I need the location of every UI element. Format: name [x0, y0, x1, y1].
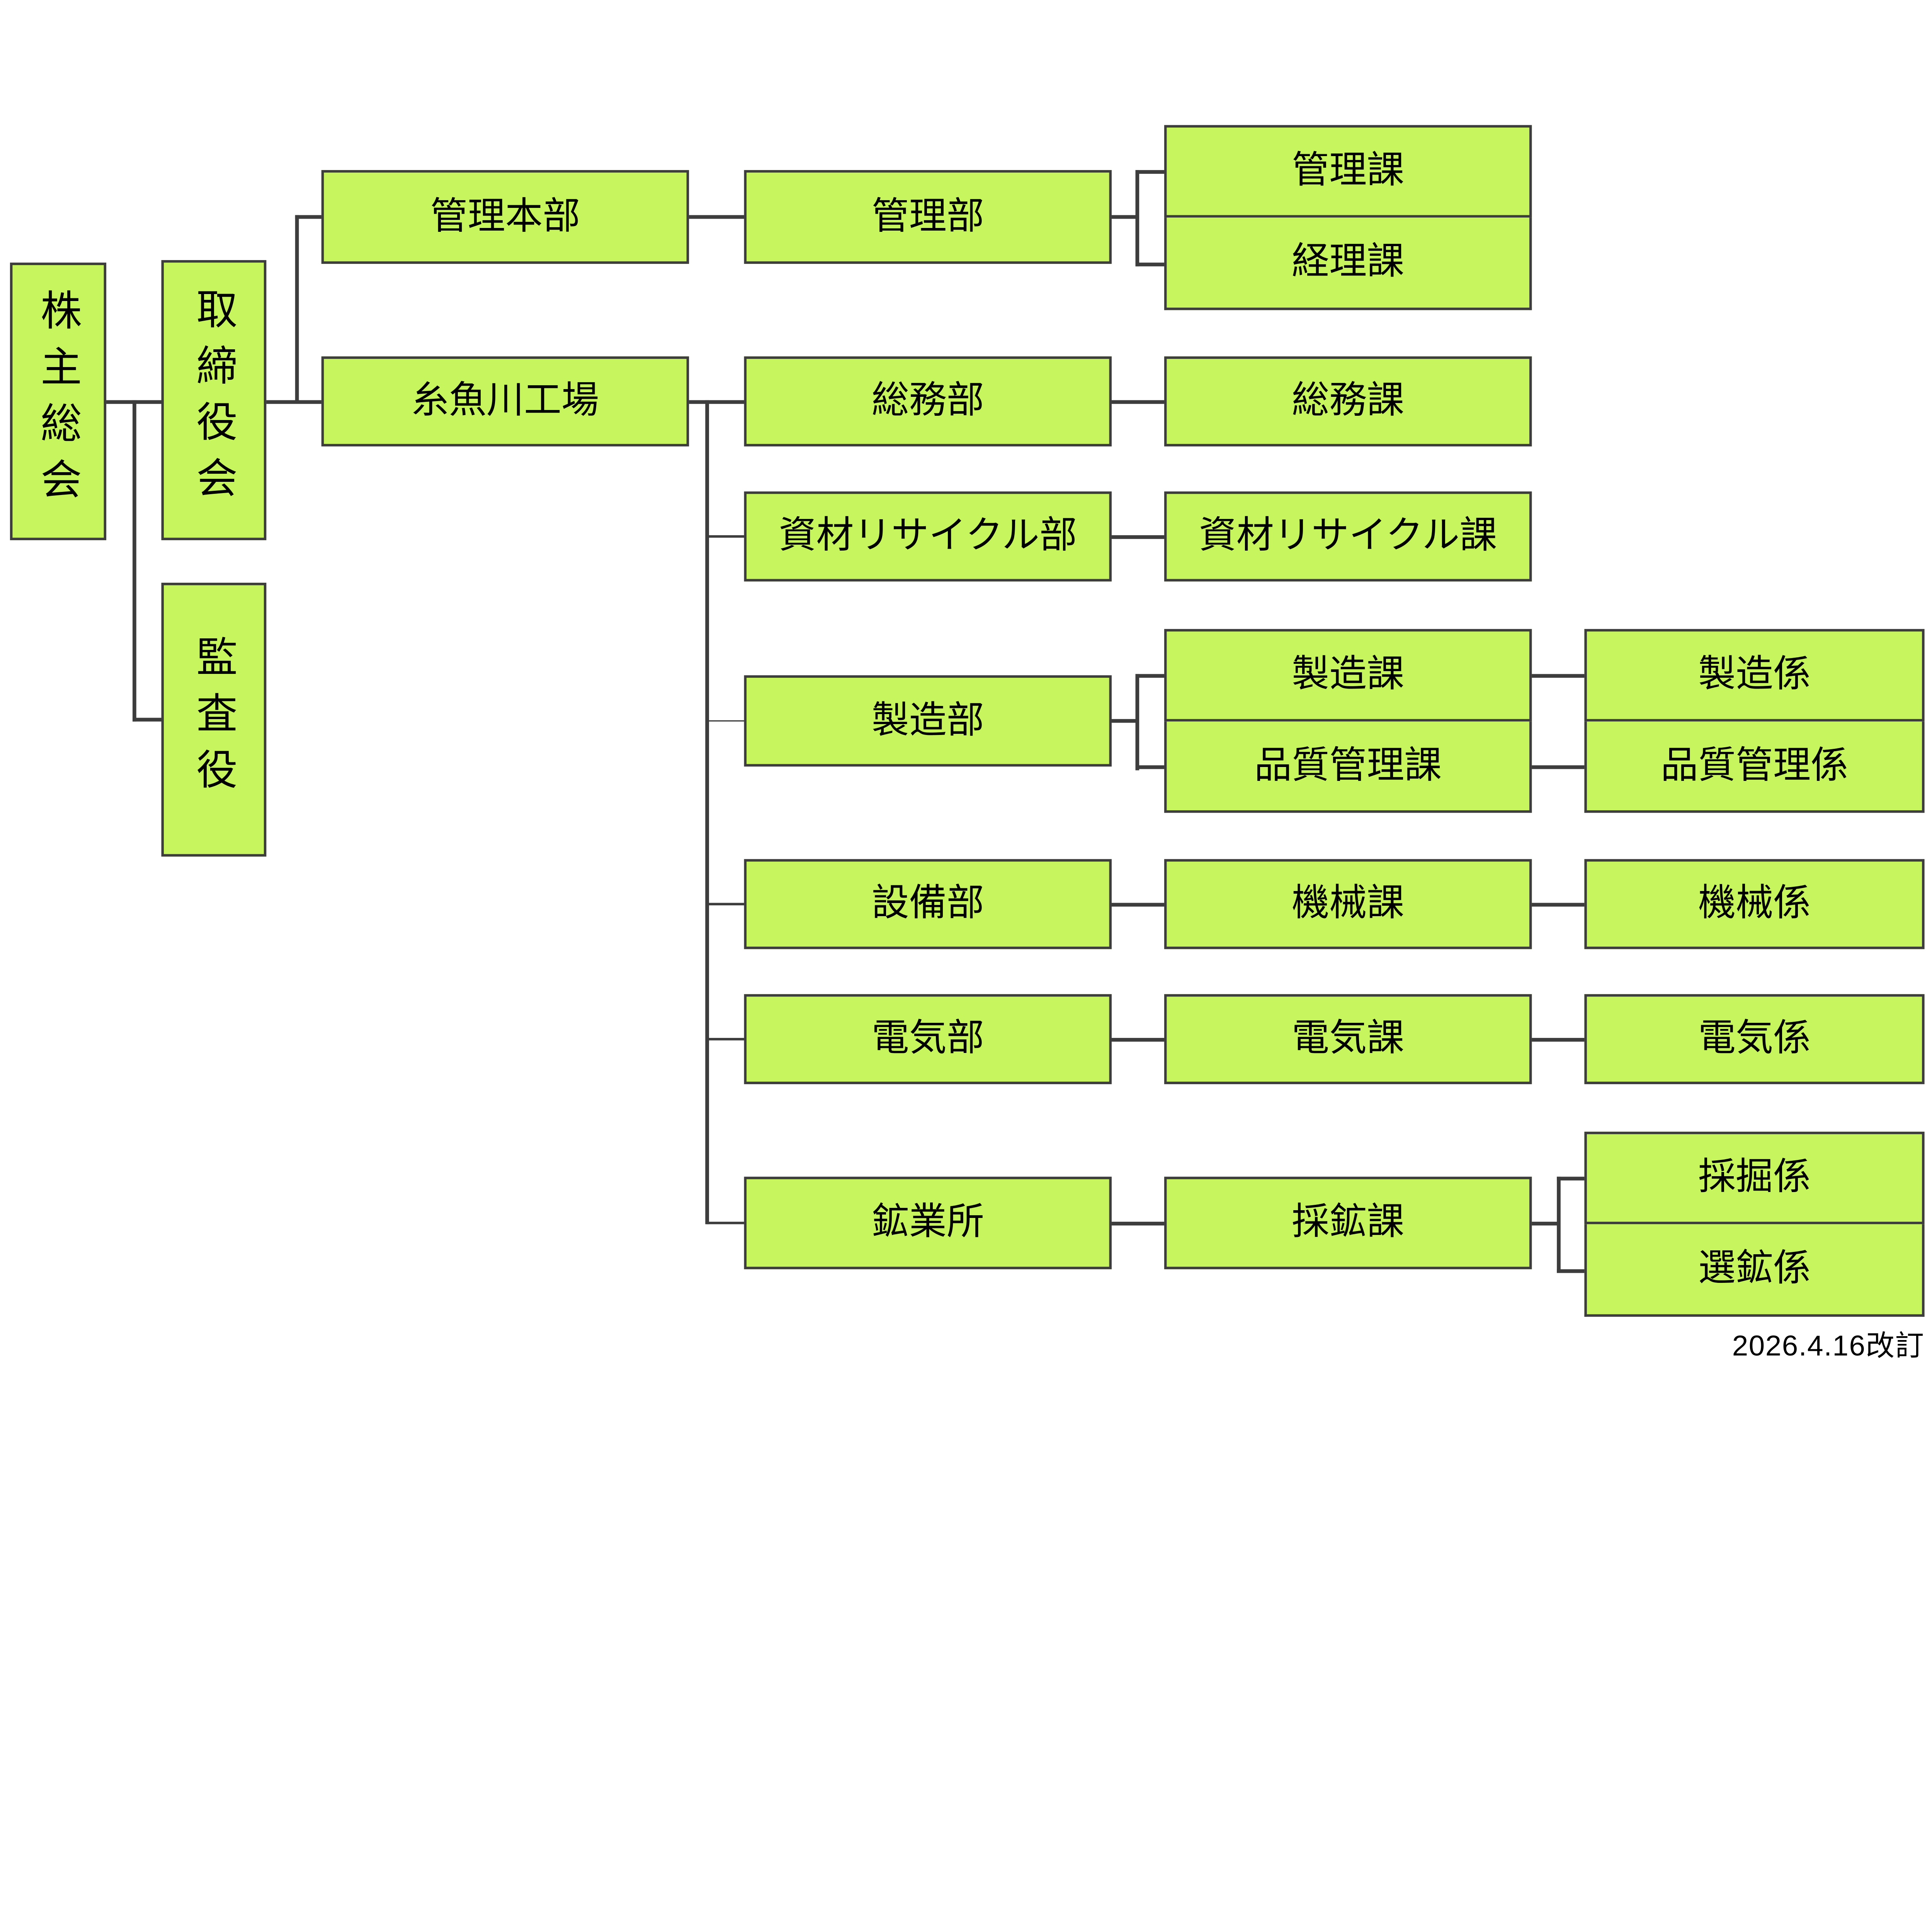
org-box-mining-office: 鉱業所: [744, 1177, 1112, 1269]
connector-manufacturing-section-stub: [1135, 673, 1164, 677]
org-box-label: 品質管理係: [1660, 745, 1849, 786]
org-box-label: 経理課: [1292, 241, 1405, 283]
org-box-label: 製造課: [1292, 654, 1405, 696]
org-box-label: 製造部: [871, 699, 984, 741]
connector-board-to-plant: [266, 399, 321, 403]
connector-equipment-dept-to-section: [1112, 902, 1164, 906]
org-box-general-affairs-section: 総務課: [1164, 356, 1532, 447]
org-box-label: 総務課: [1292, 380, 1405, 422]
org-box-manufacturing-unit: 製造係: [1584, 629, 1925, 722]
org-box-label: 鉱業所: [871, 1202, 984, 1243]
org-box-electrical-unit: 電気係: [1584, 994, 1925, 1084]
org-box-manufacturing-section: 製造課: [1164, 629, 1532, 722]
org-box-label: 電気係: [1698, 1018, 1811, 1060]
connector-manufacturing-section-to-unit: [1532, 673, 1585, 677]
org-box-admin-headquarters: 管理本部: [321, 170, 689, 264]
revision-date: 2026.4.16改訂: [1732, 1329, 1925, 1362]
org-box-label: 採掘係: [1698, 1156, 1811, 1198]
org-box-label: 資材リサイクル部: [779, 515, 1077, 557]
connector-general-affairs-dept-to-section: [1112, 399, 1164, 403]
connector-quality-section-to-unit: [1532, 765, 1585, 769]
connector-headquarters-branch-stub: [294, 215, 321, 219]
connector-ore-mining-bracket-stub: [1532, 1221, 1558, 1225]
org-box-label: 設備部: [871, 883, 984, 924]
org-box-label: 総務部: [871, 380, 984, 422]
org-box-itoigawa-plant: 糸魚川工場: [321, 356, 689, 447]
org-box-accounting-section: 経理課: [1164, 218, 1532, 310]
org-box-quality-control-section: 品質管理課: [1164, 721, 1532, 813]
connector-headquarters-to-admin-dept: [689, 215, 744, 219]
org-box-quality-control-unit: 品質管理係: [1584, 721, 1925, 813]
connector-manufacturing-bracket-vertical: [1135, 673, 1139, 770]
connector-excavation-unit-stub: [1556, 1176, 1585, 1180]
org-box-ore-mining-section: 採鉱課: [1164, 1177, 1532, 1269]
connector-ore-dressing-unit-stub: [1556, 1269, 1585, 1272]
org-box-label: 監査役: [190, 635, 237, 804]
org-box-materials-recycling-section: 資材リサイクル課: [1164, 491, 1532, 582]
connector-electrical-dept-to-section: [1112, 1037, 1164, 1041]
connector-admin-section-stub: [1135, 169, 1164, 173]
org-box-manufacturing-department: 製造部: [744, 675, 1112, 767]
connector-admin-dept-bracket-vertical: [1135, 169, 1139, 266]
connector-auditor-stub: [133, 718, 162, 722]
org-box-label: 資材リサイクル課: [1199, 515, 1497, 557]
org-box-label: 品質管理課: [1254, 745, 1442, 786]
org-box-label: 管理課: [1292, 150, 1405, 192]
connector-materials-dept-to-section: [1112, 534, 1164, 539]
org-box-label: 糸魚川工場: [411, 380, 599, 422]
org-box-label: 電気部: [871, 1018, 984, 1060]
connector-quality-section-stub: [1135, 765, 1164, 769]
org-box-label: 選鉱係: [1698, 1248, 1811, 1289]
org-box-electrical-department: 電気部: [744, 994, 1112, 1084]
connector-trunk-to-mining: [706, 1222, 744, 1224]
org-box-label: 株主総会: [35, 289, 82, 514]
connector-mining-office-to-section: [1112, 1221, 1164, 1225]
org-box-label: 機械係: [1698, 883, 1811, 924]
org-box-label: 管理本部: [430, 196, 580, 237]
org-box-label: 電気課: [1292, 1018, 1405, 1060]
connector-manufacturing-bracket-stub: [1112, 719, 1138, 723]
org-box-auditor: 監査役: [161, 583, 267, 857]
connector-headquarters-branch-vertical: [294, 215, 298, 403]
org-box-materials-recycling-department: 資材リサイクル部: [744, 491, 1112, 582]
org-box-label: 採鉱課: [1292, 1202, 1405, 1243]
org-box-electrical-section: 電気課: [1164, 994, 1532, 1084]
connector-electrical-section-to-unit: [1532, 1037, 1585, 1041]
org-box-equipment-department: 設備部: [744, 859, 1112, 949]
org-box-label: 管理部: [871, 196, 984, 237]
org-box-label: 機械課: [1292, 883, 1405, 924]
connector-trunk-to-equipment: [706, 903, 744, 905]
org-box-label: 取締役会: [190, 287, 237, 513]
connector-auditor-drop-vertical: [133, 399, 136, 722]
org-box-machinery-unit: 機械係: [1584, 859, 1925, 949]
org-box-admin-department: 管理部: [744, 170, 1112, 264]
org-box-machinery-section: 機械課: [1164, 859, 1532, 949]
org-chart: 株主総会 取締役会 監査役 管理本部 管理部 管理課 経理課 糸魚川工場 総務部…: [10, 125, 1925, 1362]
connector-trunk-to-manufacturing: [706, 720, 744, 722]
org-box-shareholders-meeting: 株主総会: [10, 262, 107, 541]
connector-trunk-to-materials-recycling: [706, 535, 744, 537]
connector-trunk-to-electrical: [706, 1038, 744, 1040]
connector-accounting-section-stub: [1135, 262, 1164, 266]
connector-ore-mining-bracket-vertical: [1556, 1176, 1560, 1272]
org-box-ore-dressing-unit: 選鉱係: [1584, 1224, 1925, 1317]
connector-plant-trunk-vertical: [704, 399, 709, 1224]
connector-machinery-section-to-unit: [1532, 902, 1585, 906]
org-box-excavation-unit: 採掘係: [1584, 1131, 1925, 1225]
org-box-general-affairs-department: 総務部: [744, 356, 1112, 447]
connector-plant-to-general-affairs: [689, 399, 744, 403]
org-box-label: 製造係: [1698, 654, 1811, 696]
org-box-board-of-directors: 取締役会: [161, 260, 267, 541]
org-box-admin-section: 管理課: [1164, 125, 1532, 218]
connector-admin-dept-bracket-stub: [1112, 215, 1138, 219]
